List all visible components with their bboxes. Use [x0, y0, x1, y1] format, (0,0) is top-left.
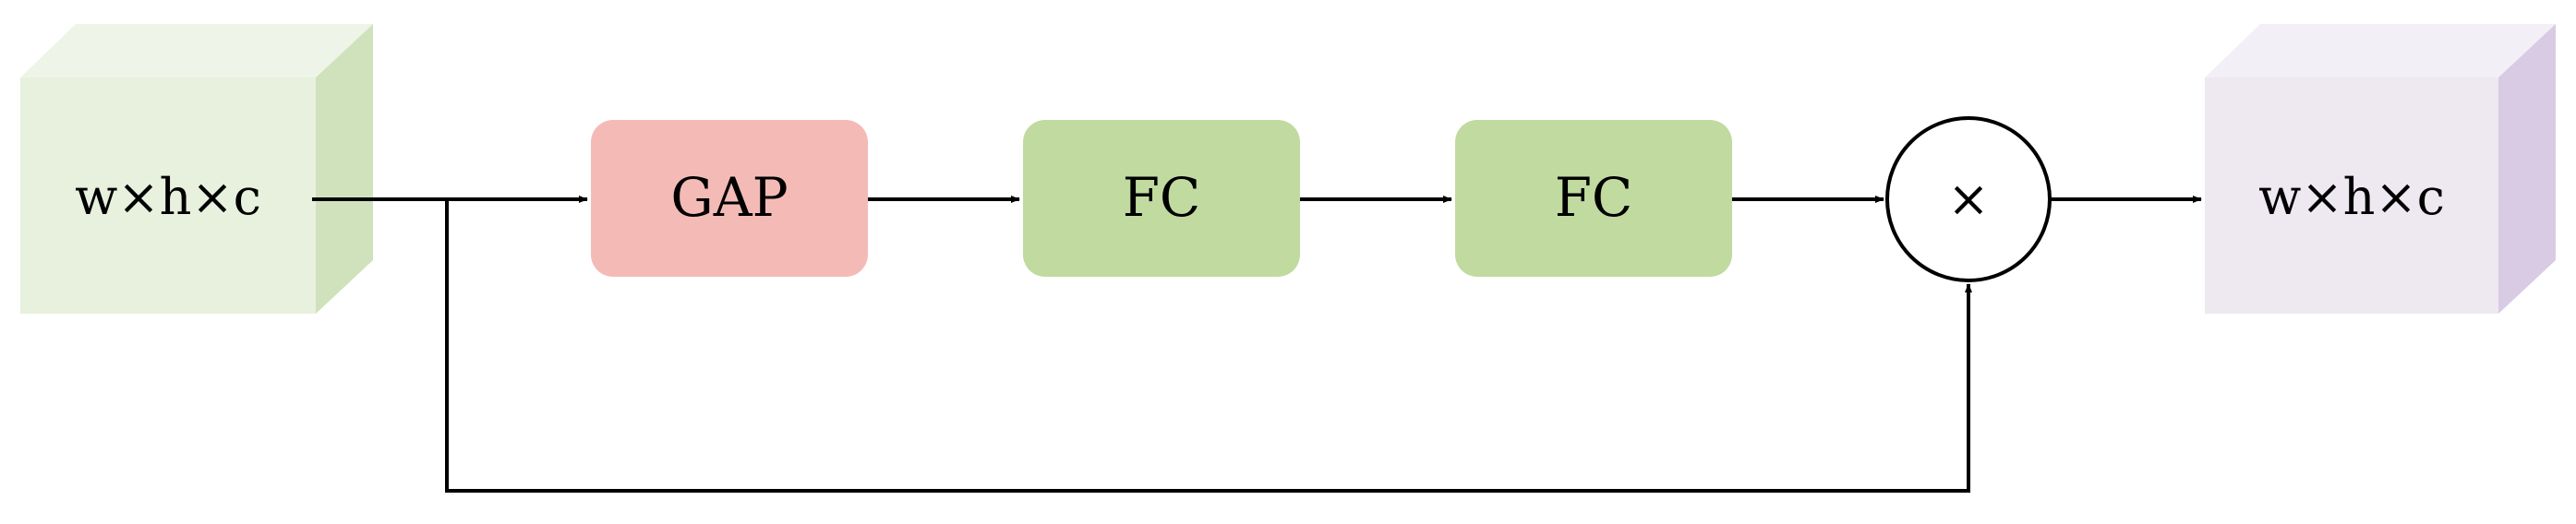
multiply-node-label: × [1947, 170, 1989, 228]
output-cube-front [2205, 77, 2498, 314]
output-cube-top [2205, 24, 2556, 77]
input-cube-top [20, 24, 373, 77]
input-feature-cube: w×h×c [20, 24, 373, 314]
fc-block-2-label: FC [1555, 166, 1633, 229]
input-cube-front [20, 77, 316, 314]
gap-block-label: GAP [670, 166, 788, 229]
input-cube-label: w×h×c [75, 168, 261, 226]
gap-block: GAP [591, 120, 868, 277]
fc-block-2: FC [1455, 120, 1732, 277]
fc-block-1-box [1023, 120, 1300, 277]
multiply-node: × [1885, 116, 2052, 282]
input-cube-side [316, 24, 373, 314]
fc-block-1-label: FC [1123, 166, 1201, 229]
output-cube-side [2498, 24, 2556, 314]
fc-block-2-box [1455, 120, 1732, 277]
gap-block-box [591, 120, 868, 277]
output-cube-label: w×h×c [2258, 168, 2445, 226]
fc-block-1: FC [1023, 120, 1300, 277]
output-feature-cube: w×h×c [2205, 24, 2556, 314]
connectors [312, 196, 2202, 493]
skip-connection-path [445, 199, 1972, 493]
